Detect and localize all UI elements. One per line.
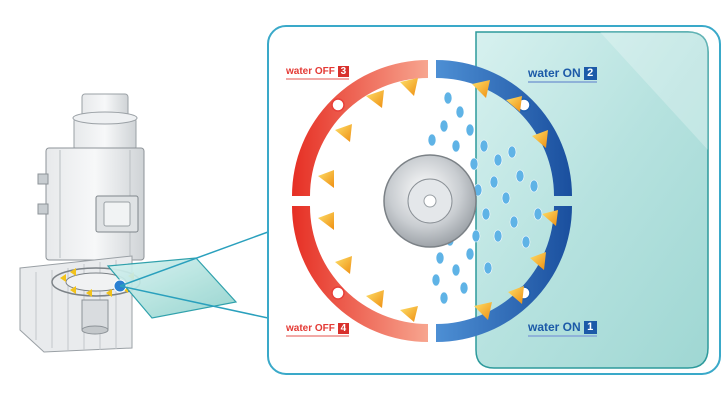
ring-segment-on-2 — [436, 60, 572, 196]
ring-segment-off-3 — [292, 60, 428, 196]
label-number-badge: 1 — [583, 320, 597, 334]
label-water-off-3: water OFF 3 — [286, 66, 349, 80]
label-water-off-4: water OFF 4 — [286, 323, 349, 337]
central-hub — [383, 154, 477, 248]
label-text: water ON — [528, 66, 581, 80]
label-text: water OFF — [286, 66, 335, 77]
ring-segment-off-4 — [292, 206, 428, 342]
ring-segment-on-1 — [436, 206, 572, 342]
label-text: water ON — [528, 320, 581, 334]
ring-nozzle-markers — [331, 98, 345, 300]
label-text: water OFF — [286, 323, 335, 334]
callout-line-bottom — [119, 285, 269, 319]
label-number-badge: 4 — [337, 323, 349, 334]
label-number-badge: 3 — [337, 66, 349, 77]
impeller-triangles — [318, 78, 558, 322]
callout-line-top — [119, 231, 269, 287]
pump-machine-illustration — [19, 93, 238, 353]
label-water-on-2: water ON 2 — [528, 66, 597, 83]
label-water-on-1: water ON 1 — [528, 320, 597, 337]
label-number-badge: 2 — [583, 66, 597, 80]
water-droplets — [427, 91, 543, 305]
